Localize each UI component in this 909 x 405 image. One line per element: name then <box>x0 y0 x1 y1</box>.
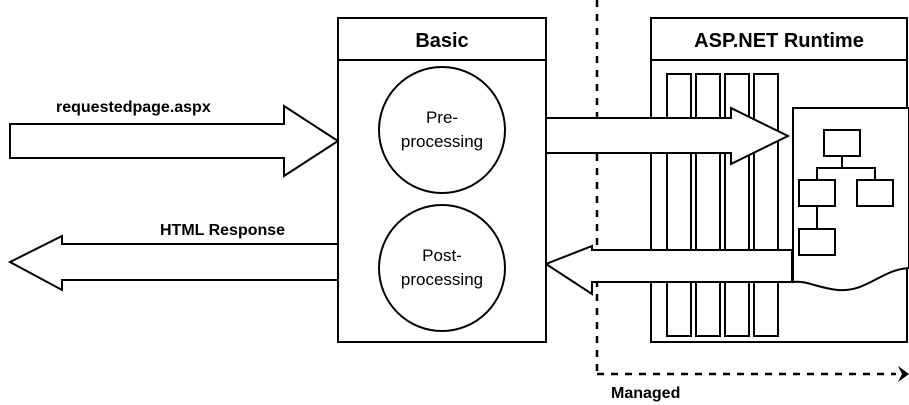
post-processing-line1: Post- <box>422 246 462 265</box>
basic-box-title: Basic <box>415 30 468 52</box>
request-arrow-label: requestedpage.aspx <box>56 99 211 116</box>
managed-label: Managed <box>611 385 680 402</box>
response-arrow-label: HTML Response <box>160 222 285 239</box>
pre-processing-line2: processing <box>401 132 483 151</box>
managed-region-boundary <box>595 0 909 382</box>
page-document-icon <box>792 107 909 292</box>
pre-processing-circle <box>378 66 506 194</box>
post-processing-line2: processing <box>401 270 483 289</box>
to-runtime-arrow <box>545 106 791 166</box>
post-processing-circle <box>378 204 506 332</box>
response-arrow <box>7 234 339 292</box>
request-arrow <box>9 104 340 178</box>
from-runtime-arrow <box>543 244 793 296</box>
pre-processing-line1: Pre- <box>426 108 458 127</box>
runtime-box-title: ASP.NET Runtime <box>694 30 864 52</box>
